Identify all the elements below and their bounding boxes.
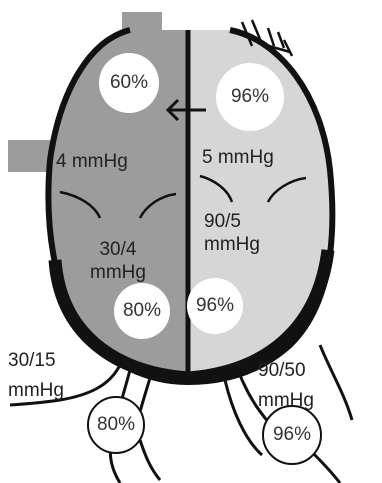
rv-saturation-circle xyxy=(187,278,243,334)
valve-right-a xyxy=(199,174,234,203)
right-outflow-pressure-label: 90/50 mmHg xyxy=(258,360,314,411)
right-outflow-saturation-label: 96% xyxy=(272,424,312,445)
ventricle-wall-bottom xyxy=(48,249,335,385)
ra-saturation-label: 96% xyxy=(230,86,270,107)
rv-pressure-label: 90/5 mmHg xyxy=(204,211,260,255)
lv-saturation-label: 80% xyxy=(122,300,162,321)
valve-left-a xyxy=(59,190,102,219)
rv-saturation-label: 96% xyxy=(195,295,235,316)
la-saturation-circle xyxy=(99,53,159,113)
arrow-left-icon xyxy=(165,98,206,122)
la-saturation-label: 60% xyxy=(109,72,149,93)
ra-saturation-circle xyxy=(216,63,284,131)
la-pressure-label: 4 mmHg xyxy=(56,151,128,172)
left-outflow-saturation-label: 80% xyxy=(96,414,136,435)
ra-pressure-label: 5 mmHg xyxy=(202,147,274,168)
valve-left-b xyxy=(138,192,177,219)
left-outflow-pressure-label: 30/15 mmHg xyxy=(8,350,64,401)
left-outflow-saturation-circle xyxy=(87,396,145,454)
valve-right-b xyxy=(266,176,307,203)
vessel-hatch-marks xyxy=(240,19,294,57)
lv-pressure-label: 30/4 mmHg xyxy=(90,239,146,283)
right-outflow-saturation-circle xyxy=(262,405,322,465)
lv-saturation-circle xyxy=(114,283,170,339)
